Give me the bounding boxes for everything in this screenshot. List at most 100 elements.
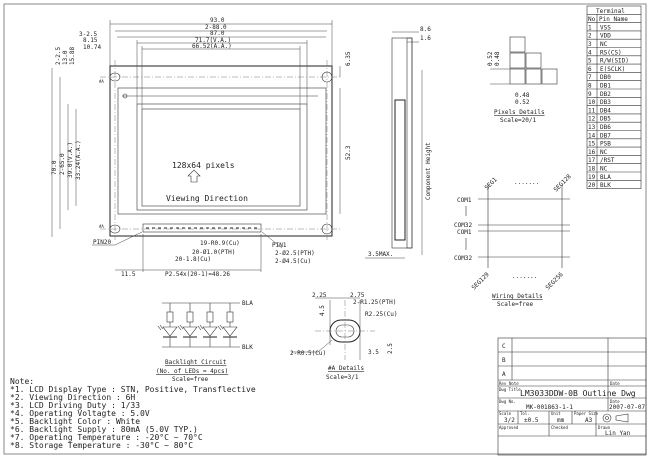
pin-number: 15 (588, 141, 596, 148)
seg129-label: SEG129 (470, 271, 491, 292)
component-height-label: Component Height (425, 142, 432, 200)
pin-dimensions: PIN20 PIN1 19-R0.9(Cu) 20-Ø1.0(PTH) 20-1… (92, 231, 315, 278)
table-row: 15 PSB (588, 141, 611, 148)
detail-a-marker: #A (99, 79, 104, 84)
table-row: 17/RST (588, 157, 615, 164)
pin-number: 16 (588, 149, 596, 156)
note-item: *5. Backlight Color : White (10, 417, 140, 426)
note-item: *6. Backlight Supply : 80mA (5.0V TYP.) (10, 425, 198, 434)
dim-small-a: 2-2.5 (55, 47, 62, 65)
rev-c: C (502, 343, 506, 350)
column-header-pin-name: Pin Name (599, 16, 628, 23)
table-row: 6 E(SCLK) (588, 66, 625, 73)
dwg-no-label: Dwg No. (499, 399, 516, 404)
pin-number: 12 (588, 116, 596, 123)
pin-number: 4 (588, 49, 592, 56)
paper-size-label: Paper Size (574, 411, 599, 416)
com1-label: COM1 (457, 197, 472, 204)
dim-a-cu-radius: R2.25(Cu) (365, 311, 398, 318)
side-view: 8.6 1.6 Component Height 3.5MAX. (365, 26, 432, 259)
backlight-scale: Scale=free (172, 376, 209, 383)
dim-pcb-thickness: 1.6 (420, 35, 431, 42)
approved-label: Approved (499, 425, 519, 430)
pin-name: DB4 (600, 107, 611, 114)
note-label: Note (509, 381, 519, 386)
note-item: *3. LCD Driving Duty : 1/33 (10, 401, 140, 410)
dim-left-b: 8.15 (83, 37, 98, 44)
scale-value: 3/2 (504, 417, 515, 424)
scale-label: Scale (499, 411, 512, 416)
note-item: *1. LCD Display Type : STN, Positive, Tr… (10, 385, 256, 394)
column-header-no: No. (588, 16, 599, 23)
backlight-title: Backlight Circuit (165, 359, 227, 366)
pin-number: 17 (588, 157, 596, 164)
unit-label: Unit (551, 411, 561, 416)
dim-overall-height: 70.0 (51, 160, 58, 175)
pin-number: 5 (588, 58, 592, 65)
pin-name: E(SCLK) (600, 66, 625, 73)
dim-a-height-2: 2.5 (387, 343, 394, 354)
a-details: 2.25 2.75 2-R1.25(PTH) R2.25(Cu) 4.5 2-R… (290, 292, 398, 381)
pin-number: 11 (588, 107, 596, 114)
led-icon (157, 303, 178, 347)
dim-top-offset: 6.35 (345, 51, 352, 66)
drawing-date: 2007-07-07 (609, 404, 646, 411)
pin-number: 6 (588, 66, 592, 73)
dim-a-height: 4.5 (319, 305, 326, 316)
table-row: 1 VSS (588, 24, 611, 31)
table-row: 13 DB6 (588, 124, 611, 131)
pin-number: 18 (588, 166, 596, 173)
led-icon (217, 303, 238, 347)
drawing-number: MK-001863-1-1 (526, 404, 573, 411)
pixel-dim-v1: 0.52 (487, 51, 494, 66)
pin-number: 20 (588, 182, 596, 189)
pixel-count-label: 128x64 pixels (172, 161, 235, 170)
pin-row (142, 223, 262, 233)
dim-thickness: 8.6 (420, 26, 431, 33)
dim-left-a: 3-2.5 (79, 31, 97, 38)
pin-name: DB0 (600, 74, 611, 81)
projection-symbol-icon (602, 413, 629, 423)
pin-name: DB3 (600, 99, 611, 106)
dim-hole-spacing: 2-88.0 (205, 24, 227, 31)
pin-number: 14 (588, 132, 596, 139)
dim-glass-width: 87.0 (210, 30, 225, 37)
right-dimensions: 6.35 52.3 (339, 51, 352, 214)
dim-pad-size: 20-1.8(Cu) (175, 256, 211, 263)
title-block: C B A Rev Note Date Dwg Title LM3033DDW-… (497, 337, 647, 456)
pin-number: 13 (588, 124, 596, 131)
tol-label: Tol. (520, 411, 530, 416)
pin-name: DB7 (600, 132, 611, 139)
wiring-details: COM1 COM32 COM1 COM32 SEG1 SEG128 SEG129… (454, 173, 573, 308)
pin-name: DB5 (600, 116, 611, 123)
terminal-title: Terminal (596, 8, 625, 15)
pin-name: VSS (600, 24, 611, 31)
pin-name: R/W(SID) (600, 58, 629, 65)
note-item: *2. Viewing Direction : 6H (10, 393, 135, 402)
pixel-dim-v2: 0.48 (494, 51, 501, 66)
dim-pin-hole: 20-Ø1.0(PTH) (192, 249, 235, 256)
unit-value: mm (557, 417, 565, 424)
ellipsis: ....... (514, 179, 539, 186)
table-row: 12 DB5 (588, 116, 611, 123)
drawing-border (3, 3, 647, 455)
pin-name: NC (600, 41, 608, 48)
dim-a-corner-radius: 2-R0.5(Cu) (290, 350, 326, 357)
pin-number: 1 (588, 24, 592, 31)
blk-label: BLK (242, 344, 253, 351)
paper-size-value: A3 (585, 417, 593, 424)
pin-name: PSB (600, 141, 611, 148)
pin-name: DB6 (600, 124, 611, 131)
a-details-scale: Scale=3/1 (326, 374, 359, 381)
rev-b: B (502, 357, 506, 364)
note-item: *4. Operating Voltagte : 5.0V (10, 409, 150, 418)
dim-va-height: 39.0(V.A.) (67, 142, 74, 178)
pin20-label: PIN20 (93, 239, 111, 246)
